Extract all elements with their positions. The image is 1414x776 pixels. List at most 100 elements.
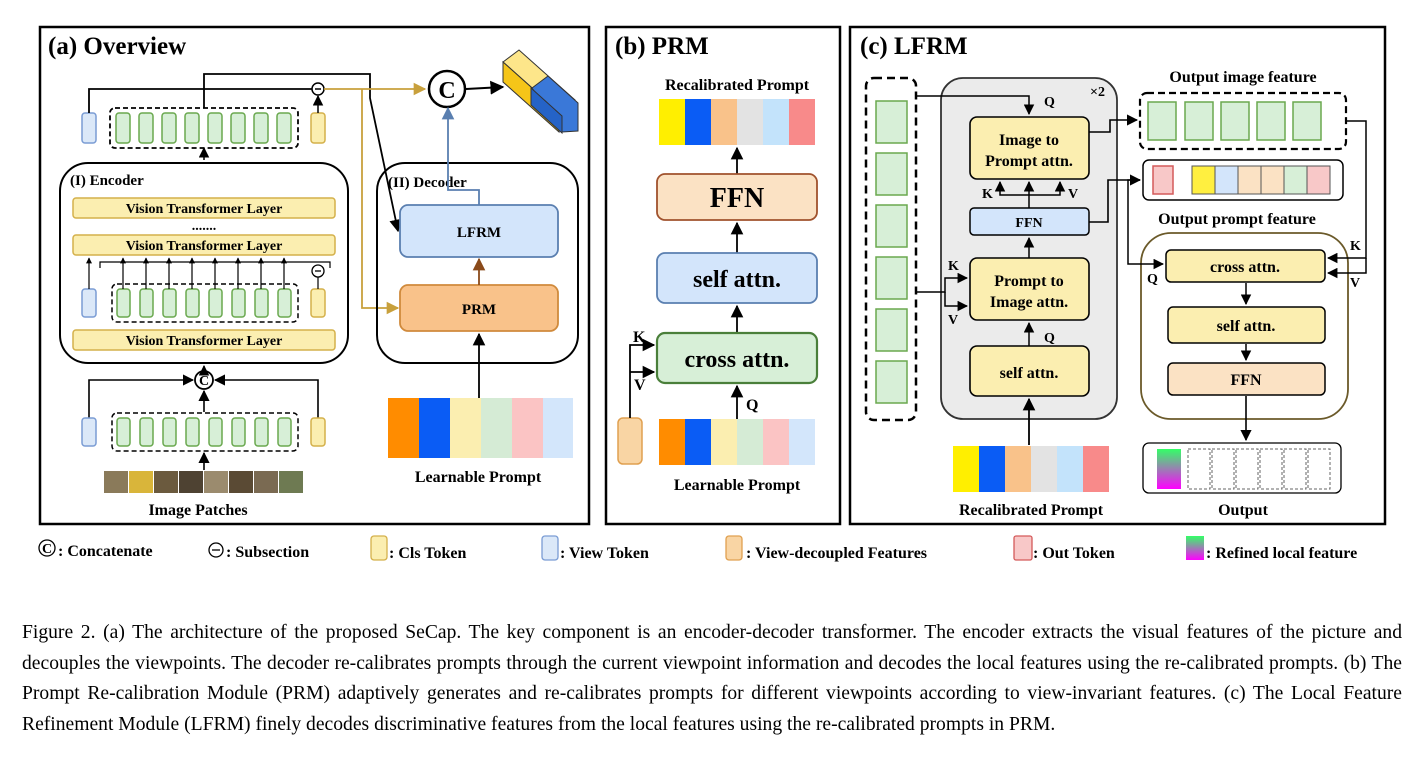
svg-text:: Out Token: : Out Token — [1033, 545, 1115, 562]
prm-cross-attn-label: cross attn. — [685, 347, 790, 373]
recalibrated-prompt-label-b: Recalibrated Prompt — [665, 77, 810, 94]
prm-label: PRM — [462, 302, 496, 318]
lfrm-cross-attn-label: cross attn. — [1210, 259, 1280, 276]
encoder-block — [59, 162, 349, 364]
refined-feature-token — [1157, 449, 1181, 489]
svg-text:: Refined local feature: : Refined local feature — [1206, 545, 1357, 562]
learnable-prompt-strip-a — [388, 398, 573, 458]
output-image-feature-label: Output image feature — [1169, 69, 1316, 86]
vit-layer-mid-label: Vision Transformer Layer — [126, 239, 283, 254]
legend-concatenate: C : Concatenate — [38, 539, 153, 560]
lfrm-cross-attn-box — [1165, 249, 1326, 283]
lfrm-self-attn-2-box — [1167, 306, 1326, 344]
image-to-prompt-attn-box — [969, 116, 1090, 180]
figure-caption: Figure 2. (a) The architecture of the pr… — [22, 622, 1402, 735]
prompt-to-image-attn-box — [969, 257, 1090, 321]
flow-gold-prm — [361, 89, 400, 315]
patch-tokens-bottom — [116, 417, 292, 447]
output-slots — [1187, 448, 1331, 490]
out-token — [1152, 165, 1174, 195]
prm-q-label: Q — [746, 397, 758, 414]
legend-cls-token: : Cls Token — [370, 535, 466, 562]
lfrm-ffn-2-label: FFN — [1230, 372, 1262, 389]
vit-layer-top — [72, 197, 336, 219]
svg-text:: View-decoupled Features: : View-decoupled Features — [746, 545, 927, 562]
lfrm-times2-label: ×2 — [1090, 85, 1105, 100]
pti-q-label: Q — [1044, 331, 1055, 346]
view-token-top — [81, 112, 97, 144]
svg-text:: View Token: : View Token — [560, 545, 649, 562]
panel-lfrm: (c) LFRM ×2 Image to Prompt attn. FFN K … — [848, 25, 1387, 526]
itp-q-label: Q — [1044, 95, 1055, 110]
lfrm-self-attn-label: self attn. — [1000, 365, 1059, 382]
prm-cross-attn-box — [655, 331, 819, 385]
ca-k-label: K — [1350, 239, 1361, 254]
svg-text:C: C — [42, 542, 52, 557]
recalibrated-prompt-strip-c — [953, 446, 1109, 492]
refine-block — [1140, 232, 1349, 420]
legend-out-token: : Out Token — [1013, 535, 1115, 562]
pti-k-label: K — [948, 259, 959, 274]
vit-layer-top-label: Vision Transformer Layer — [126, 202, 283, 217]
patch-token-group-top — [109, 107, 299, 149]
cls-token-top — [310, 112, 326, 144]
image-to-prompt-label-1: Image to — [999, 132, 1059, 149]
prm-self-attn-box — [656, 252, 818, 304]
legend-view-decoupled: : View-decoupled Features — [725, 535, 927, 562]
prm-title: (b) PRM — [615, 33, 709, 60]
legend: C : Concatenate : Subsection : Cls Token… — [38, 535, 1357, 562]
prompt-to-image-label-1: Prompt to — [994, 273, 1063, 290]
output-image-tokens — [1147, 101, 1322, 141]
decoder-block — [376, 162, 579, 364]
prm-ffn-box — [656, 173, 818, 221]
legend-view-token: : View Token — [541, 535, 649, 562]
decoder-label: (II) Decoder — [388, 175, 467, 191]
panel-overview: (a) Overview C — [38, 25, 591, 526]
concat-symbol-bottom: C — [199, 374, 209, 389]
vit-layer-mid — [72, 234, 336, 256]
architecture-diagram: (a) Overview C — [38, 25, 1387, 562]
ca-q-label: Q — [1147, 272, 1158, 287]
pti-v-label: V — [948, 313, 958, 328]
input-patch-tokens — [875, 100, 908, 404]
prm-ffn-label: FFN — [710, 183, 764, 214]
learnable-prompt-strip-b — [659, 419, 815, 465]
output-group — [1142, 442, 1342, 494]
flow-to-lfrm — [203, 73, 402, 233]
encoder-token-arrows — [86, 257, 331, 289]
lfrm-self-attn-2-label: self attn. — [1217, 318, 1276, 335]
learnable-prompt-label-b: Learnable Prompt — [674, 477, 801, 494]
lfrm-ffn-2-box — [1167, 362, 1326, 396]
image-patches-label: Image Patches — [148, 502, 247, 519]
prm-self-attn-label: self attn. — [693, 267, 781, 293]
overview-title: (a) Overview — [48, 33, 186, 60]
learnable-prompt-label-a: Learnable Prompt — [415, 469, 542, 486]
output-label: Output — [1218, 502, 1268, 519]
image-to-prompt-label-2: Prompt attn. — [985, 153, 1073, 170]
output-feature-blocks — [502, 49, 579, 135]
itp-k-label: K — [982, 187, 993, 202]
prompt-to-image-label-2: Image attn. — [990, 294, 1068, 311]
panel-prm: (b) PRM Recalibrated Prompt FFN self att… — [604, 25, 842, 526]
input-patch-column — [864, 76, 918, 422]
lfrm-title: (c) LFRM — [860, 33, 968, 60]
ca-v-label: V — [1350, 276, 1360, 291]
lfrm-label: LFRM — [457, 225, 501, 241]
svg-text:: Concatenate: : Concatenate — [58, 543, 153, 560]
lfrm-ffn-label: FFN — [1015, 216, 1042, 231]
itp-v-label: V — [1068, 187, 1078, 202]
patch-tokens-encoder — [116, 288, 292, 318]
legend-subsection: : Subsection — [208, 542, 309, 561]
output-prompt-feature-label: Output prompt feature — [1158, 211, 1316, 228]
concat-symbol: C — [438, 78, 455, 104]
legend-refined-local: : Refined local feature — [1186, 536, 1357, 562]
patch-tokens-top — [115, 112, 292, 144]
vit-layer-bottom — [72, 329, 336, 351]
vit-layer-bottom-label: Vision Transformer Layer — [126, 334, 283, 349]
prm-v-label: V — [634, 377, 646, 394]
lfrm-self-attn-box — [969, 345, 1090, 397]
recalibrated-prompt-strip-b — [659, 99, 815, 145]
encoder-label: (I) Encoder — [70, 173, 144, 189]
output-prompt-feature-group — [1142, 159, 1344, 201]
prm-k-label: K — [633, 329, 646, 346]
